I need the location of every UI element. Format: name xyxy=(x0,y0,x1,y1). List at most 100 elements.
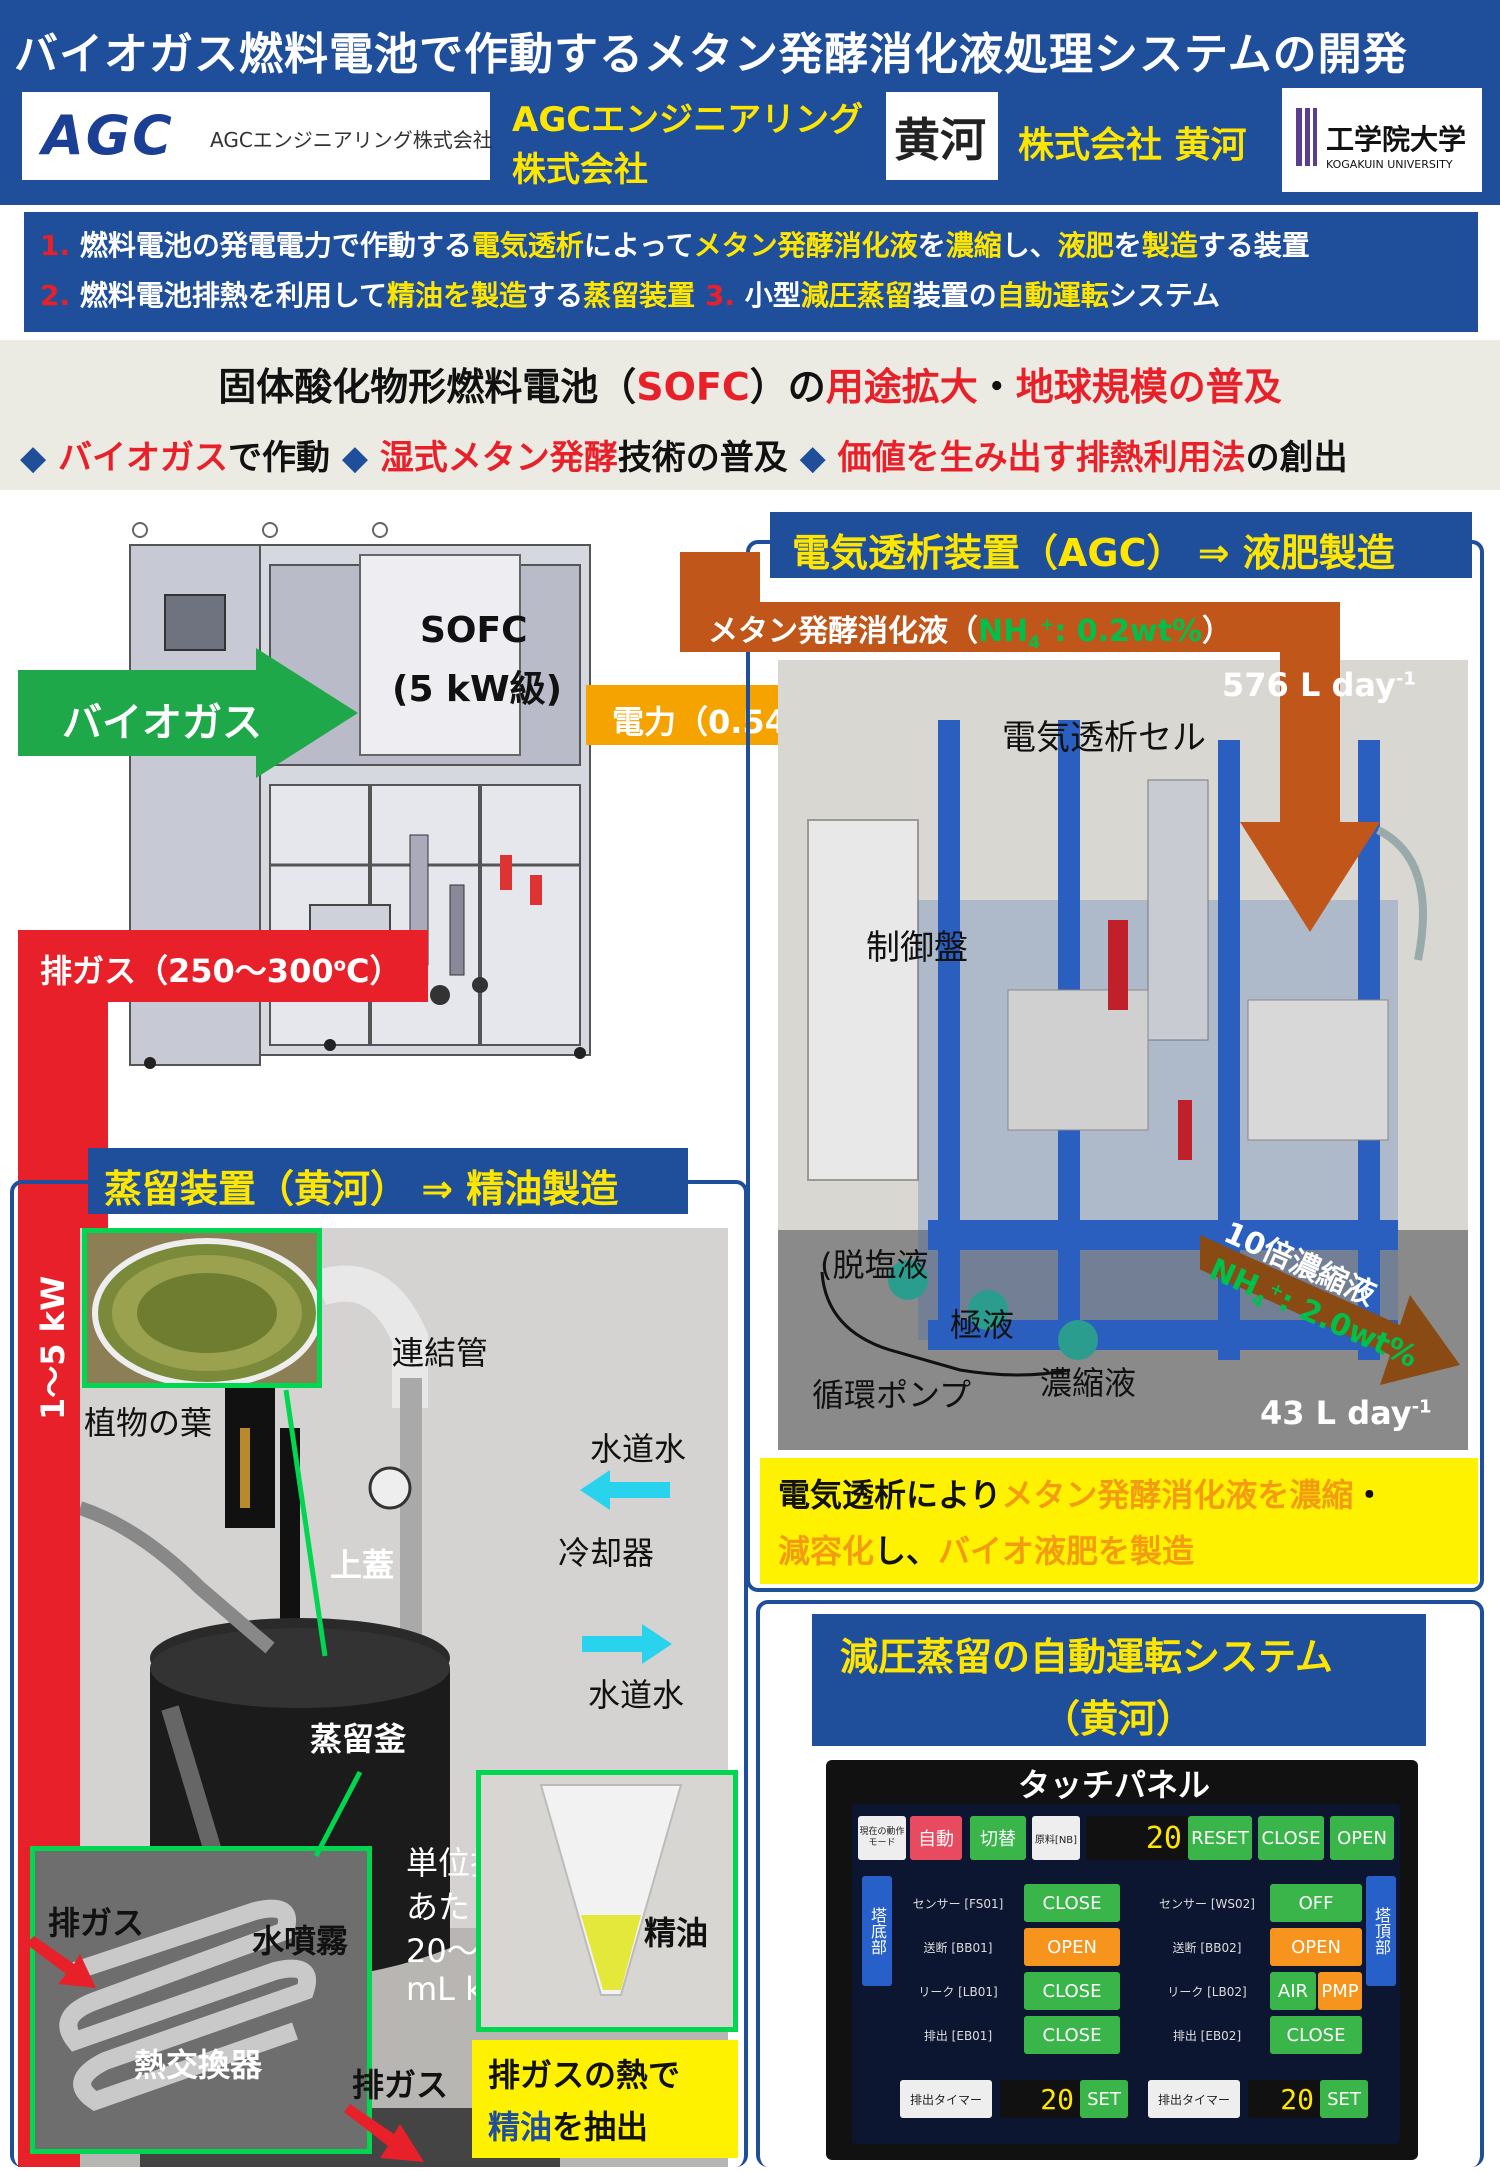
summary-line-1-run: 濃縮 xyxy=(945,229,1002,262)
panel-row-label-left: センサー [FS01] xyxy=(898,1884,1018,1922)
oil-label: 精油 xyxy=(644,1914,709,1952)
right-side-label: 塔頂部 xyxy=(1366,1876,1396,1986)
exhaust-in-arrow xyxy=(26,1936,96,1988)
summary-line-2-run: 小型 xyxy=(744,279,801,312)
timer-label-right: 排出タイマー xyxy=(1148,2080,1240,2118)
summary-line-2-run: する xyxy=(527,279,584,312)
distill-caption-line-2: 精油を抽出 xyxy=(488,2108,649,2146)
sofc-class: (5 kW級) xyxy=(392,669,563,710)
distill-title-box xyxy=(88,1148,688,1214)
summary-line-1-run: によって xyxy=(583,229,694,262)
panel-row-state-left[interactable]: CLOSE xyxy=(1024,1884,1120,1922)
water-in-arrow xyxy=(580,1470,670,1510)
raw-label: 原料[NB] xyxy=(1032,1816,1080,1860)
feed-rate: 576 L day-1 xyxy=(1222,666,1416,704)
summary-line-1-run: メタン発酵消化液 xyxy=(693,229,918,262)
water-out-label: 水道水 xyxy=(588,1676,685,1714)
summary-line-2-run: 自動運転 xyxy=(996,279,1109,312)
auto-subtitle: （黄河） xyxy=(1042,1697,1195,1741)
close-button[interactable]: CLOSE xyxy=(1258,1816,1324,1860)
control-panel-label: 制御盤 xyxy=(866,928,968,968)
pipe-label: 連結管 xyxy=(392,1334,489,1372)
cooler-label: 冷却器 xyxy=(558,1534,655,1572)
goal-bullets: ◆ バイオガスで作動 ◆ 湿式メタン発酵技術の普及 ◆ 価値を生み出す排熱利用法… xyxy=(20,430,1348,479)
panel-row-state-left[interactable]: OPEN xyxy=(1024,1928,1120,1966)
distill-title: 蒸留装置（黄河） ⇒ 精油製造 xyxy=(104,1167,619,1211)
summary-line-2-run: 装置の xyxy=(912,279,997,312)
distill-caption-line-1: 排ガスの熱で xyxy=(488,2056,681,2094)
summary-line-2-run: システム xyxy=(1108,279,1220,312)
goal-bullets-run: 技術の普及 xyxy=(617,438,800,478)
summary-line-1-run: 製造 xyxy=(1141,229,1198,262)
auto-title: 減圧蒸留の自動運転システム xyxy=(840,1635,1333,1679)
ed-caption-line-2-run: バイオ液肥を製造 xyxy=(938,1532,1195,1570)
exhaust-in-label: 排ガス xyxy=(48,1904,145,1942)
koga-name: 株式会社 黄河 xyxy=(1018,125,1247,166)
mode-label: 現在の動作モード xyxy=(858,1816,906,1860)
ed-caption-line-1-run: 電気透析により xyxy=(778,1476,1002,1514)
panel-row-state-left[interactable]: CLOSE xyxy=(1024,2016,1120,2054)
reset-button[interactable]: RESET xyxy=(1188,1816,1252,1860)
switch-button[interactable]: 切替 xyxy=(970,1816,1026,1860)
panel-row-state-right[interactable]: OFF xyxy=(1270,1884,1362,1922)
goal-bullets-run: の創出 xyxy=(1245,438,1348,478)
goal-bullets-run: 湿式メタン発酵 xyxy=(379,438,618,478)
oil-inset xyxy=(476,1770,738,2032)
summary-line-2: 2. 燃料電池排熱を利用して精油を製造する蒸留装置 3. 小型減圧蒸留装置の自動… xyxy=(40,274,1220,314)
product-arrow xyxy=(1190,1195,1460,1385)
summary-line-1: 1. 燃料電池の発電電力で作動する電気透析によってメタン発酵消化液を濃縮し、液肥… xyxy=(40,224,1310,264)
timer-value-left[interactable]: 20 xyxy=(1000,2080,1080,2118)
hx-label: 熱交換器 xyxy=(134,2046,263,2084)
set-button-left[interactable]: SET xyxy=(1080,2080,1128,2118)
lid-label: 上蓋 xyxy=(330,1546,395,1584)
panel-row-state-right-2[interactable]: PMP xyxy=(1318,1972,1362,2010)
ed-caption-box xyxy=(760,1458,1478,1584)
biogas-arrow xyxy=(18,648,358,778)
page-title: バイオガス燃料電池で作動するメタン発酵消化液処理システムの開発 xyxy=(14,29,1408,80)
agc-eng-name-1: AGCエンジニアリング xyxy=(512,100,864,140)
panel-row-state-left[interactable]: CLOSE xyxy=(1024,1972,1120,2010)
raw-value[interactable]: 20 xyxy=(1086,1816,1190,1860)
auto-mode-button[interactable]: 自動 xyxy=(910,1816,962,1860)
summary-line-2-run: 精油を製造 xyxy=(387,279,528,312)
summary-line-2-run: 3. xyxy=(695,279,745,312)
goal-headline-run: SOFC xyxy=(636,365,750,409)
feed-label: メタン発酵消化液（NH4+: 0.2wt%） xyxy=(708,614,1233,653)
water-in-label: 水道水 xyxy=(590,1430,687,1468)
ed-caption-line-2: 減容化し、バイオ液肥を製造 xyxy=(778,1526,1194,1572)
summary-line-1-run: を xyxy=(1113,229,1142,262)
panel-row-state-right[interactable]: AIR xyxy=(1270,1972,1316,2010)
open-button[interactable]: OPEN xyxy=(1330,1816,1394,1860)
panel-row-label-right: センサー [WS02] xyxy=(1148,1884,1266,1922)
panel-row-label-right: リーク [LB02] xyxy=(1148,1972,1266,2010)
panel-row-state-right[interactable]: CLOSE xyxy=(1270,2016,1362,2054)
panel-row-label-left: リーク [LB01] xyxy=(898,1972,1018,2010)
auto-title-box xyxy=(812,1614,1426,1746)
set-button-right[interactable]: SET xyxy=(1320,2080,1368,2118)
ed-caption-line-1-run: メタン発酵消化液を濃縮 xyxy=(1001,1476,1354,1514)
summary-line-2-run: 2. xyxy=(40,279,80,312)
left-side-label: 塔底部 xyxy=(862,1876,892,1986)
product-rate: 43 L day-1 xyxy=(1260,1394,1432,1432)
goal-bullets-run: ◆ xyxy=(799,438,838,478)
summary-line-1-run: 燃料電池の発電電力で作動する xyxy=(79,229,472,262)
ed-caption-line-1: 電気透析によりメタン発酵消化液を濃縮・ xyxy=(778,1470,1385,1516)
agc-logo: AGC xyxy=(42,104,174,167)
distill-caption-box xyxy=(472,2040,738,2158)
goal-headline: 固体酸化物形燃料電池（SOFC）の用途拡大・地球規模の普及 xyxy=(0,356,1500,411)
hx-inset xyxy=(30,1846,372,2154)
goal-headline-run: 固体酸化物形燃料電池（ xyxy=(218,365,637,409)
panel-row-state-right[interactable]: OPEN xyxy=(1270,1928,1362,1966)
feed-arrow xyxy=(680,552,1440,932)
summary-line-2-run: 蒸留装置 xyxy=(583,279,696,312)
goal-band xyxy=(0,340,1500,490)
kogakuin-en: KOGAKUIN UNIVERSITY xyxy=(1326,158,1453,171)
agc-eng-name-2: 株式会社 xyxy=(512,150,648,190)
timer-value-right[interactable]: 20 xyxy=(1248,2080,1320,2118)
summary-line-2-run: 燃料電池排熱を利用して xyxy=(79,279,388,312)
ed-caption-line-1-run: ・ xyxy=(1353,1476,1386,1514)
ed-cell-label: 電気透析セル xyxy=(1002,718,1206,758)
sofc-label: SOFC xyxy=(420,610,528,651)
summary-line-1-run: 1. xyxy=(40,229,80,262)
goal-bullets-run: バイオガス xyxy=(57,438,228,478)
